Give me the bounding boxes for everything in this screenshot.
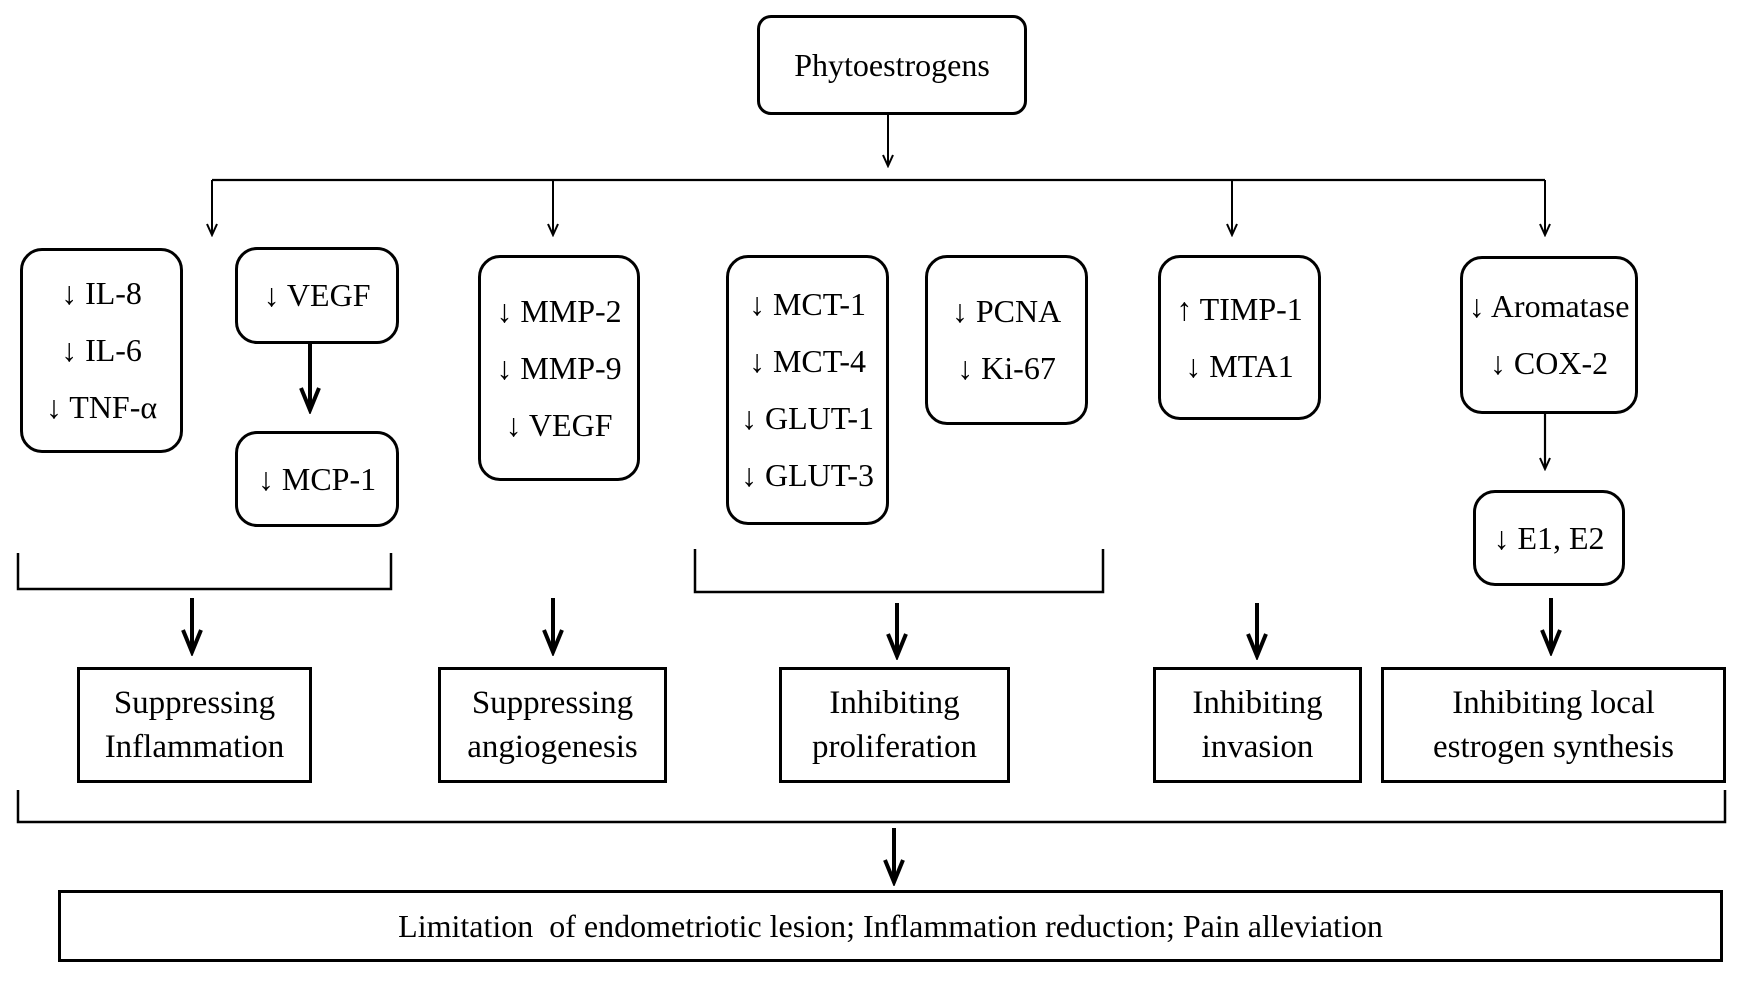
- outcome-label: Limitation of endometriotic lesion; Infl…: [398, 908, 1383, 944]
- marker-label: ↓ Ki-67: [957, 350, 1056, 386]
- vegf-box: ↓ VEGF: [235, 247, 399, 344]
- mechanism-inflammation: Suppressing Inflammation: [77, 667, 312, 783]
- timp-box: ↑ TIMP-1 ↓ MTA1: [1158, 255, 1321, 420]
- marker-label: ↓ E1, E2: [1493, 519, 1605, 556]
- marker-label: ↓ MCP-1: [257, 460, 377, 497]
- mechanism-label: Suppressing: [471, 685, 634, 721]
- marker-label: ↓ MMP-9: [496, 349, 622, 386]
- mechanism-estrogen-synthesis: Inhibiting local estrogen synthesis: [1381, 667, 1726, 783]
- mechanism-label: Inhibiting local: [1452, 685, 1655, 721]
- mcp1-box: ↓ MCP-1: [235, 431, 399, 527]
- marker-label: ↓ COX-2: [1489, 345, 1609, 381]
- marker-label: ↓ MMP-2: [496, 292, 622, 329]
- marker-label: ↑ TIMP-1: [1176, 290, 1303, 327]
- mechanism-label: estrogen synthesis: [1432, 729, 1675, 765]
- aromatase-box: ↓ Aromatase ↓ COX-2: [1460, 256, 1638, 414]
- mmp-box: ↓ MMP-2 ↓ MMP-9 ↓ VEGF: [478, 255, 640, 481]
- marker-label: ↓ TNF-α: [45, 389, 158, 425]
- estradiol-box: ↓ E1, E2: [1473, 490, 1625, 586]
- transporter-box: ↓ MCT-1 ↓ MCT-4 ↓ GLUT-1 ↓ GLUT-3: [726, 255, 889, 525]
- mechanism-angiogenesis: Suppressing angiogenesis: [438, 667, 667, 783]
- root-node: Phytoestrogens: [757, 15, 1027, 115]
- cytokine-box: ↓ IL-8 ↓ IL-6 ↓ TNF-α: [20, 248, 183, 453]
- marker-label: ↓ IL-6: [61, 332, 142, 368]
- mechanism-label: Inhibiting: [1192, 685, 1323, 721]
- mechanism-label: proliferation: [812, 729, 977, 765]
- mechanism-label: invasion: [1201, 729, 1314, 765]
- bracket-proliferation: [693, 549, 1105, 594]
- mechanism-label: Inflammation: [104, 729, 285, 765]
- marker-label: ↓ GLUT-3: [740, 457, 875, 493]
- mechanism-proliferation: Inhibiting proliferation: [779, 667, 1010, 783]
- marker-label: ↓ VEGF: [263, 277, 371, 313]
- marker-label: ↓ MCT-4: [748, 343, 867, 379]
- mechanism-label: Suppressing: [113, 685, 276, 721]
- marker-label: ↓ PCNA: [951, 293, 1062, 329]
- pcna-box: ↓ PCNA ↓ Ki-67: [925, 255, 1088, 425]
- marker-label: ↓ Aromatase: [1468, 288, 1630, 324]
- marker-label: ↓ GLUT-1: [740, 400, 875, 436]
- marker-label: ↓ VEGF: [505, 406, 613, 443]
- root-label: Phytoestrogens: [794, 47, 990, 83]
- outcome-box: Limitation of endometriotic lesion; Infl…: [58, 890, 1723, 962]
- bracket-inflammation: [16, 553, 393, 591]
- bracket-outcomes: [16, 790, 1727, 824]
- marker-label: ↓ MCT-1: [748, 286, 867, 322]
- mechanism-label: angiogenesis: [467, 729, 638, 765]
- marker-label: ↓ MTA1: [1185, 347, 1294, 384]
- mechanism-label: Inhibiting: [829, 685, 960, 721]
- mechanism-invasion: Inhibiting invasion: [1153, 667, 1362, 783]
- marker-label: ↓ IL-8: [61, 275, 142, 311]
